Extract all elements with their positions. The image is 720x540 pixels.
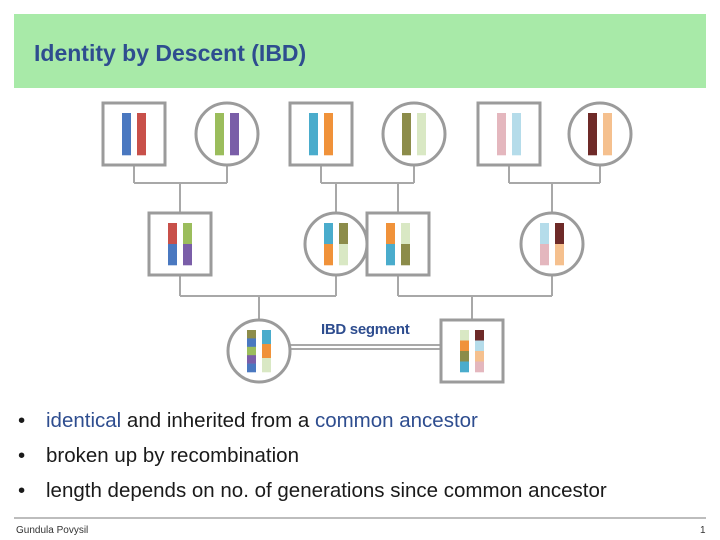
bullet-text-common-ancestor: common ancestor — [314, 409, 478, 432]
chromosome-segment — [168, 244, 177, 266]
chromosome-segment — [555, 244, 564, 266]
page-number: 1 — [700, 525, 706, 536]
male-individual-node — [288, 101, 354, 167]
female-circle-symbol — [194, 101, 260, 167]
bullet-symbol: • — [18, 409, 26, 432]
ibd-segment-label: IBD segment — [321, 321, 410, 338]
chromosome-segment — [460, 340, 469, 352]
bullet-symbol: • — [18, 444, 26, 467]
chromosome-segment — [460, 330, 469, 341]
female-individual-node — [519, 211, 585, 277]
chromosome-segment — [475, 351, 484, 362]
bullet-symbol: • — [18, 479, 26, 502]
chromosome-segment — [324, 113, 333, 156]
female-circle-symbol — [303, 211, 369, 277]
bullet-text-recombination: broken up by recombination — [46, 444, 299, 467]
chromosome-segment — [460, 351, 469, 362]
chromosome-segment — [262, 330, 271, 345]
male-individual-node — [101, 101, 167, 167]
male-square-symbol — [476, 101, 542, 167]
chromosome-segment — [137, 113, 146, 156]
chromosome-segment — [540, 223, 549, 245]
chromosome-segment — [386, 223, 395, 245]
chromosome-segment — [540, 244, 549, 266]
female-individual-node — [194, 101, 260, 167]
bullet-text-identical: identical — [46, 409, 122, 432]
female-individual-node — [226, 318, 292, 384]
chromosome-segment — [401, 244, 410, 266]
bullet-item: • length depends on no. of generations si… — [18, 476, 607, 511]
chromosome-segment — [262, 344, 271, 359]
chromosome-segment — [402, 113, 411, 156]
female-individual-node — [567, 101, 633, 167]
chromosome-segment — [324, 223, 333, 245]
male-square-symbol — [288, 101, 354, 167]
chromosome-segment — [588, 113, 597, 156]
chromosome-segment — [183, 244, 192, 266]
female-circle-symbol — [381, 101, 447, 167]
bullet-text-inherited: and inherited from a — [121, 409, 315, 432]
chromosome-segment — [512, 113, 521, 156]
chromosome-segment — [183, 223, 192, 245]
chromosome-segment — [339, 223, 348, 245]
male-square-symbol — [365, 211, 431, 277]
male-individual-node — [476, 101, 542, 167]
chromosome-segment — [475, 340, 484, 352]
chromosome-segment — [247, 355, 256, 364]
female-circle-symbol — [519, 211, 585, 277]
chromosome-segment — [475, 330, 484, 341]
male-individual-node — [147, 211, 213, 277]
chromosome-segment — [247, 346, 256, 356]
chromosome-segment — [215, 113, 224, 156]
chromosome-segment — [401, 223, 410, 245]
footer-divider — [14, 517, 706, 519]
chromosome-segment — [417, 113, 426, 156]
chromosome-segment — [230, 113, 239, 156]
bullet-text-length: length depends on no. of generations sin… — [46, 479, 607, 502]
chromosome-segment — [247, 338, 256, 348]
chromosome-segment — [386, 244, 395, 266]
chromosome-segment — [262, 358, 271, 373]
chromosome-segment — [555, 223, 564, 245]
chromosome-segment — [247, 363, 256, 373]
chromosome-segment — [309, 113, 318, 156]
chromosome-segment — [339, 244, 348, 266]
male-square-symbol — [101, 101, 167, 167]
chromosome-segment — [475, 361, 484, 373]
chromosome-segment — [460, 361, 469, 373]
bullet-list: • identical and inherited from a common a… — [18, 406, 607, 511]
male-individual-node — [439, 318, 505, 384]
female-individual-node — [303, 211, 369, 277]
title-bar — [14, 14, 706, 88]
chromosome-segment — [497, 113, 506, 156]
female-individual-node — [381, 101, 447, 167]
chromosome-segment — [122, 113, 131, 156]
male-square-symbol — [147, 211, 213, 277]
chromosome-segment — [324, 244, 333, 266]
male-square-symbol — [439, 318, 505, 384]
male-individual-node — [365, 211, 431, 277]
footer-author: Gundula Povysil — [16, 525, 89, 536]
bullet-item: • identical and inherited from a common a… — [18, 406, 607, 441]
slide-title: Identity by Descent (IBD) — [34, 40, 307, 66]
female-circle-symbol — [567, 101, 633, 167]
bullet-item: • broken up by recombination — [18, 441, 607, 476]
chromosome-segment — [247, 330, 256, 339]
female-circle-symbol — [226, 318, 292, 384]
chromosome-segment — [603, 113, 612, 156]
pedigree-diagram — [101, 101, 633, 384]
chromosome-segment — [168, 223, 177, 245]
